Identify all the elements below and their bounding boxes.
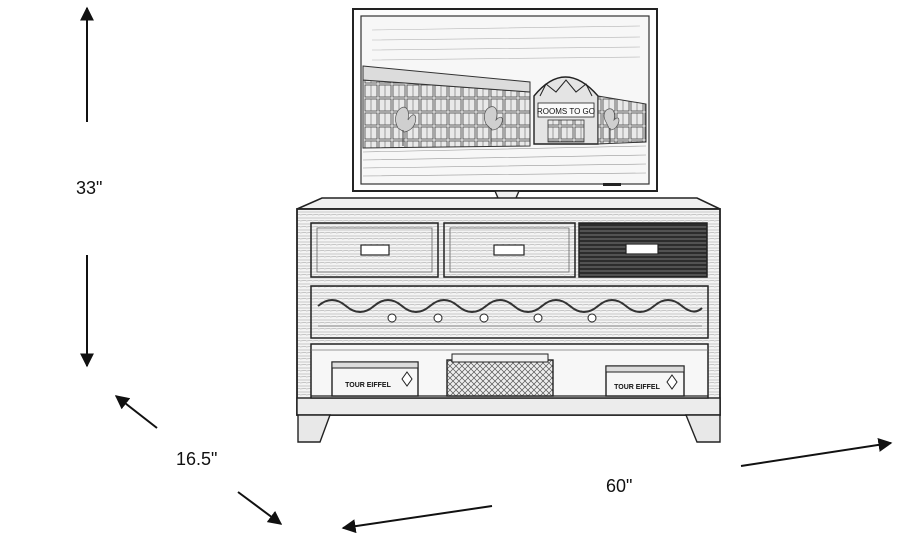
depth-arrow-upper (114, 395, 158, 429)
bottle-rack-drawer[interactable] (310, 285, 709, 339)
width-dimension (341, 437, 893, 534)
crate-left: TOUR EIFFEL (331, 361, 419, 397)
tv-brand-plate (603, 183, 621, 186)
drawer-center-pull[interactable] (493, 244, 525, 256)
drawer-right-pull[interactable] (625, 243, 659, 255)
tv-store-building: ROOMS TO GO (362, 65, 647, 149)
tv-parking-lot (362, 145, 647, 177)
crate-left-text: TOUR EIFFEL (345, 382, 391, 389)
bottle-rack-knobs (387, 313, 597, 323)
tv-store-sign (537, 102, 595, 118)
tv-store-sign-text: ROOMS TO GO (537, 107, 595, 116)
width-label: 60" (606, 476, 633, 496)
woven-basket (446, 353, 554, 397)
height-label: 33" (76, 178, 103, 198)
console-skirt (296, 397, 721, 416)
crate-left-medallion (401, 371, 413, 387)
drawer-left-pull[interactable] (360, 244, 390, 256)
drawer-left[interactable] (310, 222, 439, 278)
console-leg-right (684, 414, 721, 443)
crate-right: TOUR EIFFEL (605, 365, 685, 397)
bottle-rack-wave (317, 299, 703, 313)
depth-dimension (114, 395, 283, 525)
console-top (296, 197, 721, 210)
media-console: TOUR EIFFEL TOUR EIFFEL (296, 197, 721, 443)
drawer-center[interactable] (443, 222, 576, 278)
depth-label: 16.5" (176, 449, 218, 469)
console-leg-left (297, 414, 332, 443)
television: ROOMS TO GO (352, 8, 658, 204)
crate-right-text: TOUR EIFFEL (614, 384, 660, 391)
width-arrow-left (341, 505, 493, 534)
tv-sky-sketch (371, 25, 641, 61)
width-arrow-right (740, 437, 893, 467)
crate-right-medallion (666, 374, 678, 390)
drawer-right[interactable] (578, 222, 708, 278)
depth-arrow-lower (237, 491, 283, 525)
